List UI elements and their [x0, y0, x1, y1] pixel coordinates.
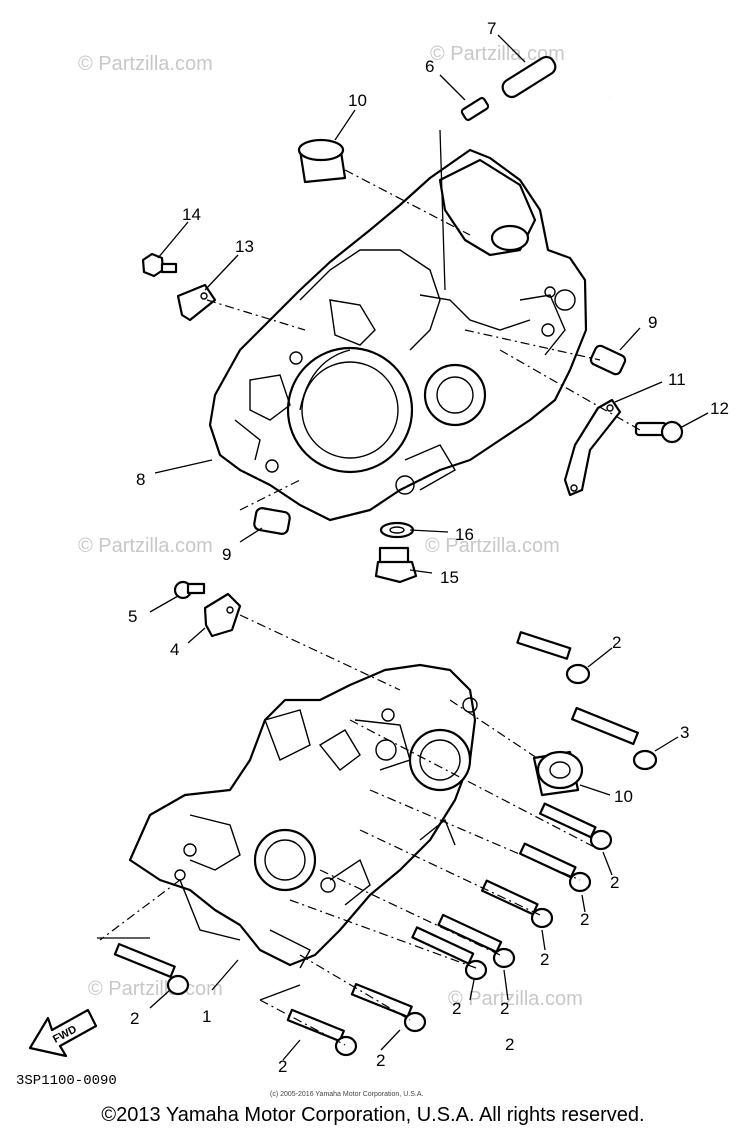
plate-part-13 — [176, 283, 217, 322]
stay-part-11 — [563, 398, 622, 497]
callout-3: 3 — [680, 723, 689, 742]
callout-7: 7 — [487, 19, 496, 38]
callout-14: 14 — [182, 205, 201, 224]
bolt-part-14 — [141, 252, 178, 278]
callout-4: 4 — [170, 640, 179, 659]
callout-2-c: 2 — [580, 910, 589, 929]
fine-print: (c) 2005-2016 Yamaha Motor Corporation, … — [270, 1091, 423, 1098]
watermark-middle-left: © Partzilla.com — [78, 535, 213, 557]
crankcase-left-half — [128, 663, 478, 969]
bolt-part-2-f — [411, 926, 488, 981]
washer-part-16 — [379, 521, 415, 539]
holder-part-4 — [203, 592, 242, 638]
callout-2-j: 2 — [505, 1035, 514, 1054]
bolt-part-2-b — [538, 802, 613, 851]
callout-9-right: 9 — [648, 313, 657, 332]
callout-2-f: 2 — [452, 999, 461, 1018]
watermark-top-right: © Partzilla.com — [430, 43, 565, 65]
bushing-part-10-bottom — [532, 750, 584, 797]
dowel-part-9-right — [589, 344, 627, 376]
callout-2-i: 2 — [278, 1057, 287, 1076]
dowel-part-9-left — [253, 507, 291, 535]
bolt-part-2-c — [518, 842, 592, 893]
callout-10-top: 10 — [348, 91, 367, 110]
bolt-part-2-e — [437, 913, 516, 969]
bolt-part-2-g — [113, 943, 190, 996]
diagram-code: 3SP1100-0090 — [16, 1073, 117, 1089]
callout-8: 8 — [136, 470, 145, 489]
bolt-part-2-i — [286, 1008, 358, 1057]
watermark-bottom-right: © Partzilla.com — [448, 988, 583, 1010]
watermark-middle-right: © Partzilla.com — [425, 535, 560, 557]
bolt-part-2-a — [516, 631, 591, 685]
hose-part-7 — [501, 37, 627, 101]
watermark-top: © Partzilla.com — [78, 53, 213, 75]
callout-labels: 7 6 10 14 13 9 11 12 8 9 16 15 5 4 2 3 1… — [128, 19, 729, 1076]
callout-2-d: 2 — [540, 950, 549, 969]
callout-5: 5 — [128, 607, 137, 626]
callout-11: 11 — [668, 370, 686, 389]
bolt-part-2-h — [350, 983, 427, 1033]
bushing-part-10-top — [297, 138, 347, 184]
callout-2-a: 2 — [612, 633, 621, 652]
callout-13: 13 — [235, 237, 254, 256]
callout-1: 1 — [202, 1007, 211, 1026]
bolt-part-12 — [634, 420, 684, 444]
callout-9-left: 9 — [222, 545, 231, 564]
fwd-arrow: FWD — [28, 1008, 98, 1058]
callout-10-bottom: 10 — [614, 787, 633, 806]
copyright-footer: ©2013 Yamaha Motor Corporation, U.S.A. A… — [101, 1104, 645, 1126]
callout-2-g: 2 — [130, 1009, 139, 1028]
bolt-part-3 — [571, 706, 658, 771]
callout-15: 15 — [440, 568, 459, 587]
callout-2-e: 2 — [500, 999, 509, 1018]
crankcase-right-half — [208, 148, 588, 522]
callout-12: 12 — [710, 399, 729, 418]
callout-16: 16 — [455, 525, 474, 544]
leader-lines — [97, 34, 709, 1061]
callout-2-b: 2 — [610, 873, 619, 892]
callout-2-h: 2 — [376, 1051, 385, 1070]
watermark-bottom-left: © Partzilla.com — [88, 978, 223, 1000]
screw-part-5 — [173, 580, 206, 600]
fitting-part-6 — [460, 97, 490, 121]
callout-6: 6 — [425, 57, 434, 76]
drain-bolt-part-15 — [374, 546, 418, 584]
